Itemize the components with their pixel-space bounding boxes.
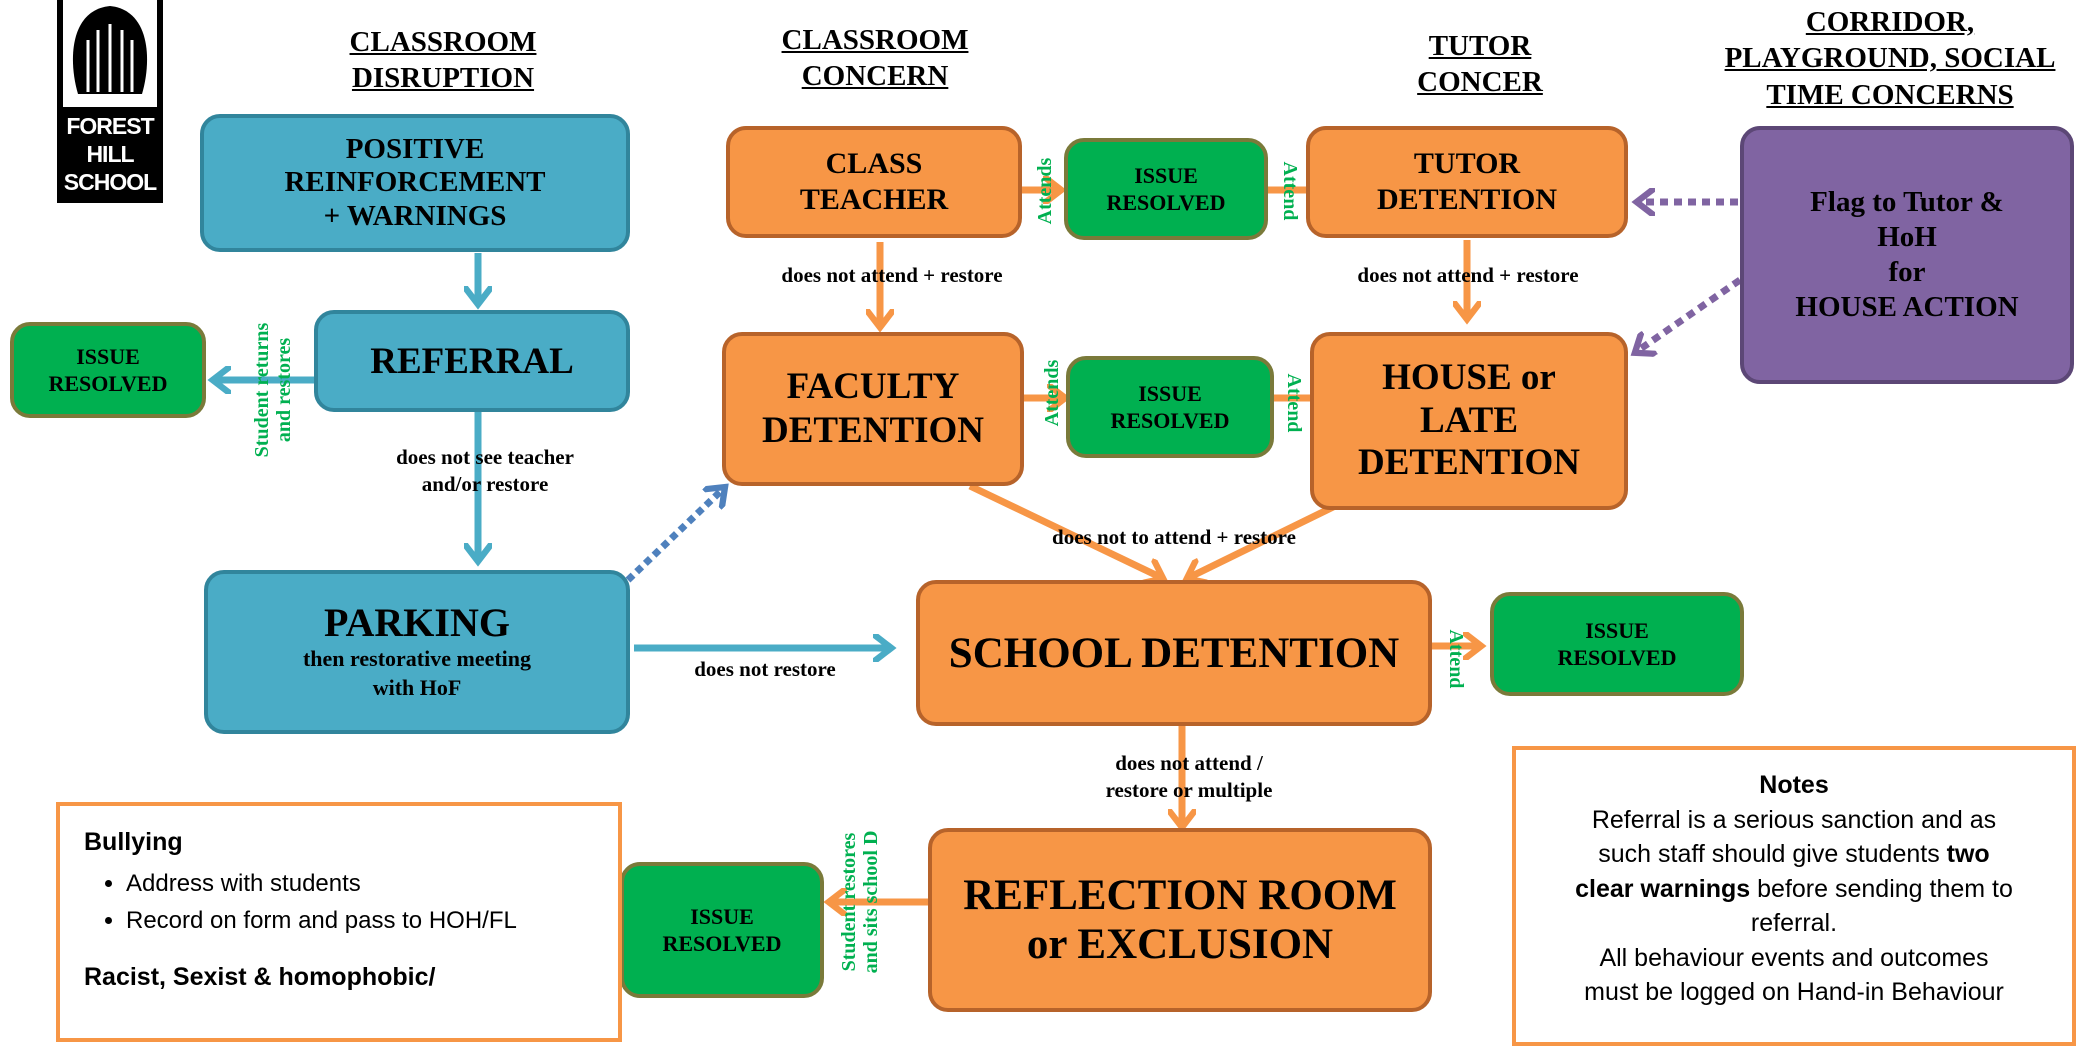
label-attend-tutor: Attend: [1279, 161, 1301, 221]
connector-arrows: [0, 0, 1742, 1015]
notes-line-5: All behaviour events and outcomes: [1599, 943, 1989, 972]
logo-line-2: HILL: [86, 141, 134, 167]
bullying-item-2: Record on form and pass to HOH/FL: [126, 902, 594, 939]
notes-line-4: referral.: [1750, 909, 1838, 937]
logo-tree-emblem: [57, 0, 163, 203]
notes-line-1: Referral is a serious sanction and as: [1591, 805, 1997, 834]
notes-line-6: must be logged on Hand-in Behaviour: [1584, 978, 2004, 1006]
school-logo: FOREST HILL SCHOOL: [54, 0, 166, 203]
notes-line-3: clear warnings before sending them to: [1575, 874, 2013, 903]
logo-line-1: FOREST: [66, 113, 154, 139]
label-not-to-attend-restore: does not to attend + restore: [1052, 525, 1296, 549]
bullying-title: Bullying: [84, 828, 183, 856]
parking-box: PARKING then restorative meeting with Ho…: [204, 570, 630, 734]
notes-title: Notes: [1759, 771, 1829, 799]
label-not-attend-multiple: does not attend /restore or multiple: [1105, 751, 1273, 803]
label-not-restore: does not restore: [694, 657, 836, 681]
logo-line-3: SCHOOL: [63, 169, 157, 195]
label-attends-faculty: Attends: [1041, 359, 1063, 427]
label-attend-house: Attend: [1283, 373, 1305, 433]
label-attend-school: Attend: [1445, 629, 1467, 689]
notes-panel: Notes Referral is a serious sanction and…: [1512, 746, 2076, 1046]
label-not-attend-restore-right: does not attend + restore: [1357, 263, 1579, 287]
arrow-flag-to-house-dotted: [1636, 277, 1742, 352]
bullying-item-1: Address with students: [126, 865, 594, 902]
notes-line-2: such staff should give students two: [1598, 840, 1990, 868]
referral-box: REFERRAL: [314, 310, 630, 412]
school-detention-box: SCHOOL DETENTION: [916, 580, 1432, 726]
bullying-panel: Bullying Address with students Record on…: [56, 802, 622, 1042]
arrow-parking-to-faculty-dotted: [625, 488, 724, 583]
bullying-title-2: Racist, Sexist & homophobic/: [84, 963, 436, 992]
label-not-attend-restore-left: does not attend + restore: [781, 263, 1003, 287]
label-attends-class: Attends: [1034, 157, 1056, 225]
arrow-faculty-to-school: [968, 482, 1162, 578]
